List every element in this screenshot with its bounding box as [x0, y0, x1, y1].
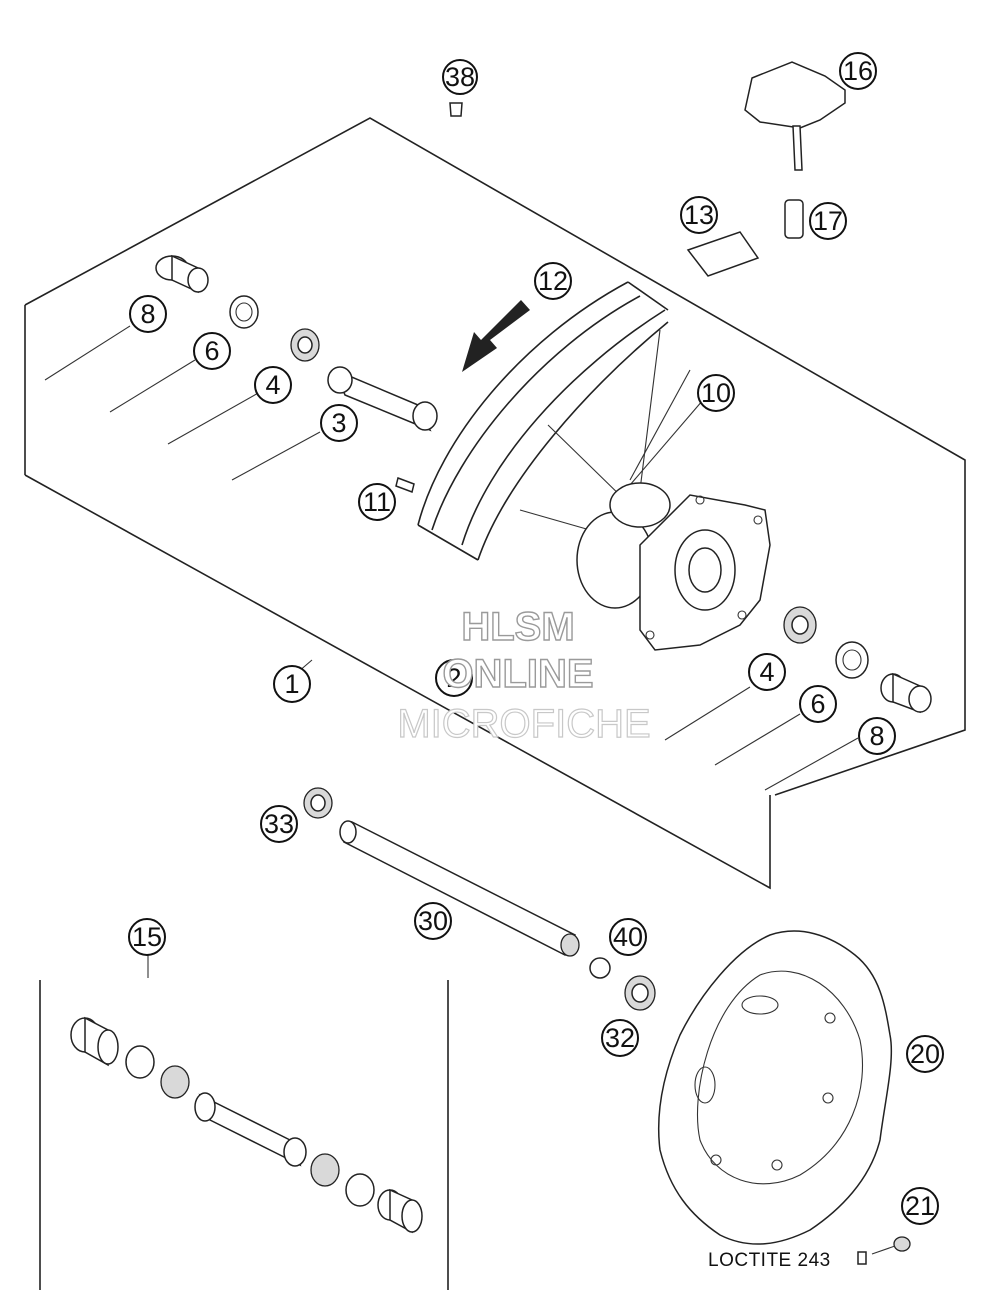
watermark-line-3: MICROFICHE [397, 702, 650, 746]
part-38-screw [449, 102, 463, 117]
callout-4-lower-label: 4 [759, 657, 774, 687]
callout-2: 2 [435, 659, 473, 697]
callout-8-upper-label: 8 [140, 299, 155, 329]
callout-21: 21 [901, 1187, 939, 1225]
part-30-axle [339, 820, 580, 957]
callout-40-label: 40 [613, 922, 643, 952]
part-4-upper-bearing [290, 328, 320, 362]
callout-4-upper: 4 [254, 366, 292, 404]
callout-8-lower: 8 [858, 717, 896, 755]
loctite-note: LOCTITE 243 [708, 1250, 831, 1271]
callout-20: 20 [906, 1035, 944, 1073]
callout-30: 30 [414, 902, 452, 940]
part-3-spacer-tube [327, 366, 438, 432]
part-8-upper-spacer [155, 254, 209, 294]
part-16-valve-cap [744, 61, 846, 171]
callout-11: 11 [358, 483, 396, 521]
part-6-lower-seal [835, 641, 869, 679]
part-4-lower-bearing [783, 606, 817, 644]
callout-20-label: 20 [910, 1039, 940, 1069]
callout-6-lower: 6 [799, 685, 837, 723]
callout-12-label: 12 [538, 266, 568, 296]
part-12-rim [417, 281, 669, 561]
callout-16: 16 [839, 52, 877, 90]
callout-15: 15 [128, 918, 166, 956]
callout-33: 33 [260, 805, 298, 843]
callout-6-upper-label: 6 [204, 336, 219, 366]
callout-12: 12 [534, 262, 572, 300]
part-13-rim-tape [686, 231, 760, 277]
rotation-arrow [462, 300, 530, 372]
part-40-washer [589, 957, 611, 979]
callout-32: 32 [601, 1019, 639, 1057]
part-32-spacer [624, 975, 656, 1011]
part-33-nut [303, 787, 333, 819]
part-21-bolt [857, 1236, 911, 1265]
callout-38: 38 [442, 59, 478, 95]
watermark: HLSM ONLINE MICROFICHE [397, 604, 652, 746]
part-17-nut [784, 199, 804, 239]
callout-6-lower-label: 6 [810, 689, 825, 719]
callout-15-label: 15 [132, 922, 162, 952]
part-11-nipple [395, 477, 415, 493]
callout-3-label: 3 [331, 408, 346, 438]
callout-4-lower: 4 [748, 653, 786, 691]
callout-11-label: 11 [363, 487, 391, 517]
part-20-brake-disc [657, 930, 893, 1245]
callout-10-label: 10 [701, 378, 731, 408]
callout-6-upper: 6 [193, 332, 231, 370]
assembly-box-outline [24, 117, 966, 890]
callout-32-label: 32 [605, 1023, 635, 1053]
callout-17-label: 17 [813, 206, 843, 236]
part-8-lower-spacer [880, 672, 932, 714]
callout-33-label: 33 [264, 809, 294, 839]
callout-13-label: 13 [684, 200, 714, 230]
part-15-kit [70, 1016, 423, 1234]
callout-3: 3 [320, 404, 358, 442]
callout-8-lower-label: 8 [869, 721, 884, 751]
inset-box-outline [39, 980, 449, 1290]
callout-1: 1 [273, 665, 311, 703]
callout-2-label: 2 [446, 663, 461, 693]
watermark-line-1: HLSM [461, 605, 574, 649]
part-6-upper-seal [229, 295, 259, 329]
callout-4-upper-label: 4 [265, 370, 280, 400]
callout-8-upper: 8 [129, 295, 167, 333]
callout-10: 10 [697, 374, 735, 412]
part-2-hub [576, 482, 771, 651]
watermark-line-2: ONLINE [442, 652, 593, 696]
callout-30-label: 30 [418, 906, 448, 936]
callout-13: 13 [680, 196, 718, 234]
callout-1-label: 1 [284, 669, 299, 699]
callout-16-label: 16 [843, 56, 873, 86]
callout-21-label: 21 [905, 1191, 935, 1221]
callout-17: 17 [809, 202, 847, 240]
callout-40: 40 [609, 918, 647, 956]
callout-38-label: 38 [445, 62, 475, 92]
